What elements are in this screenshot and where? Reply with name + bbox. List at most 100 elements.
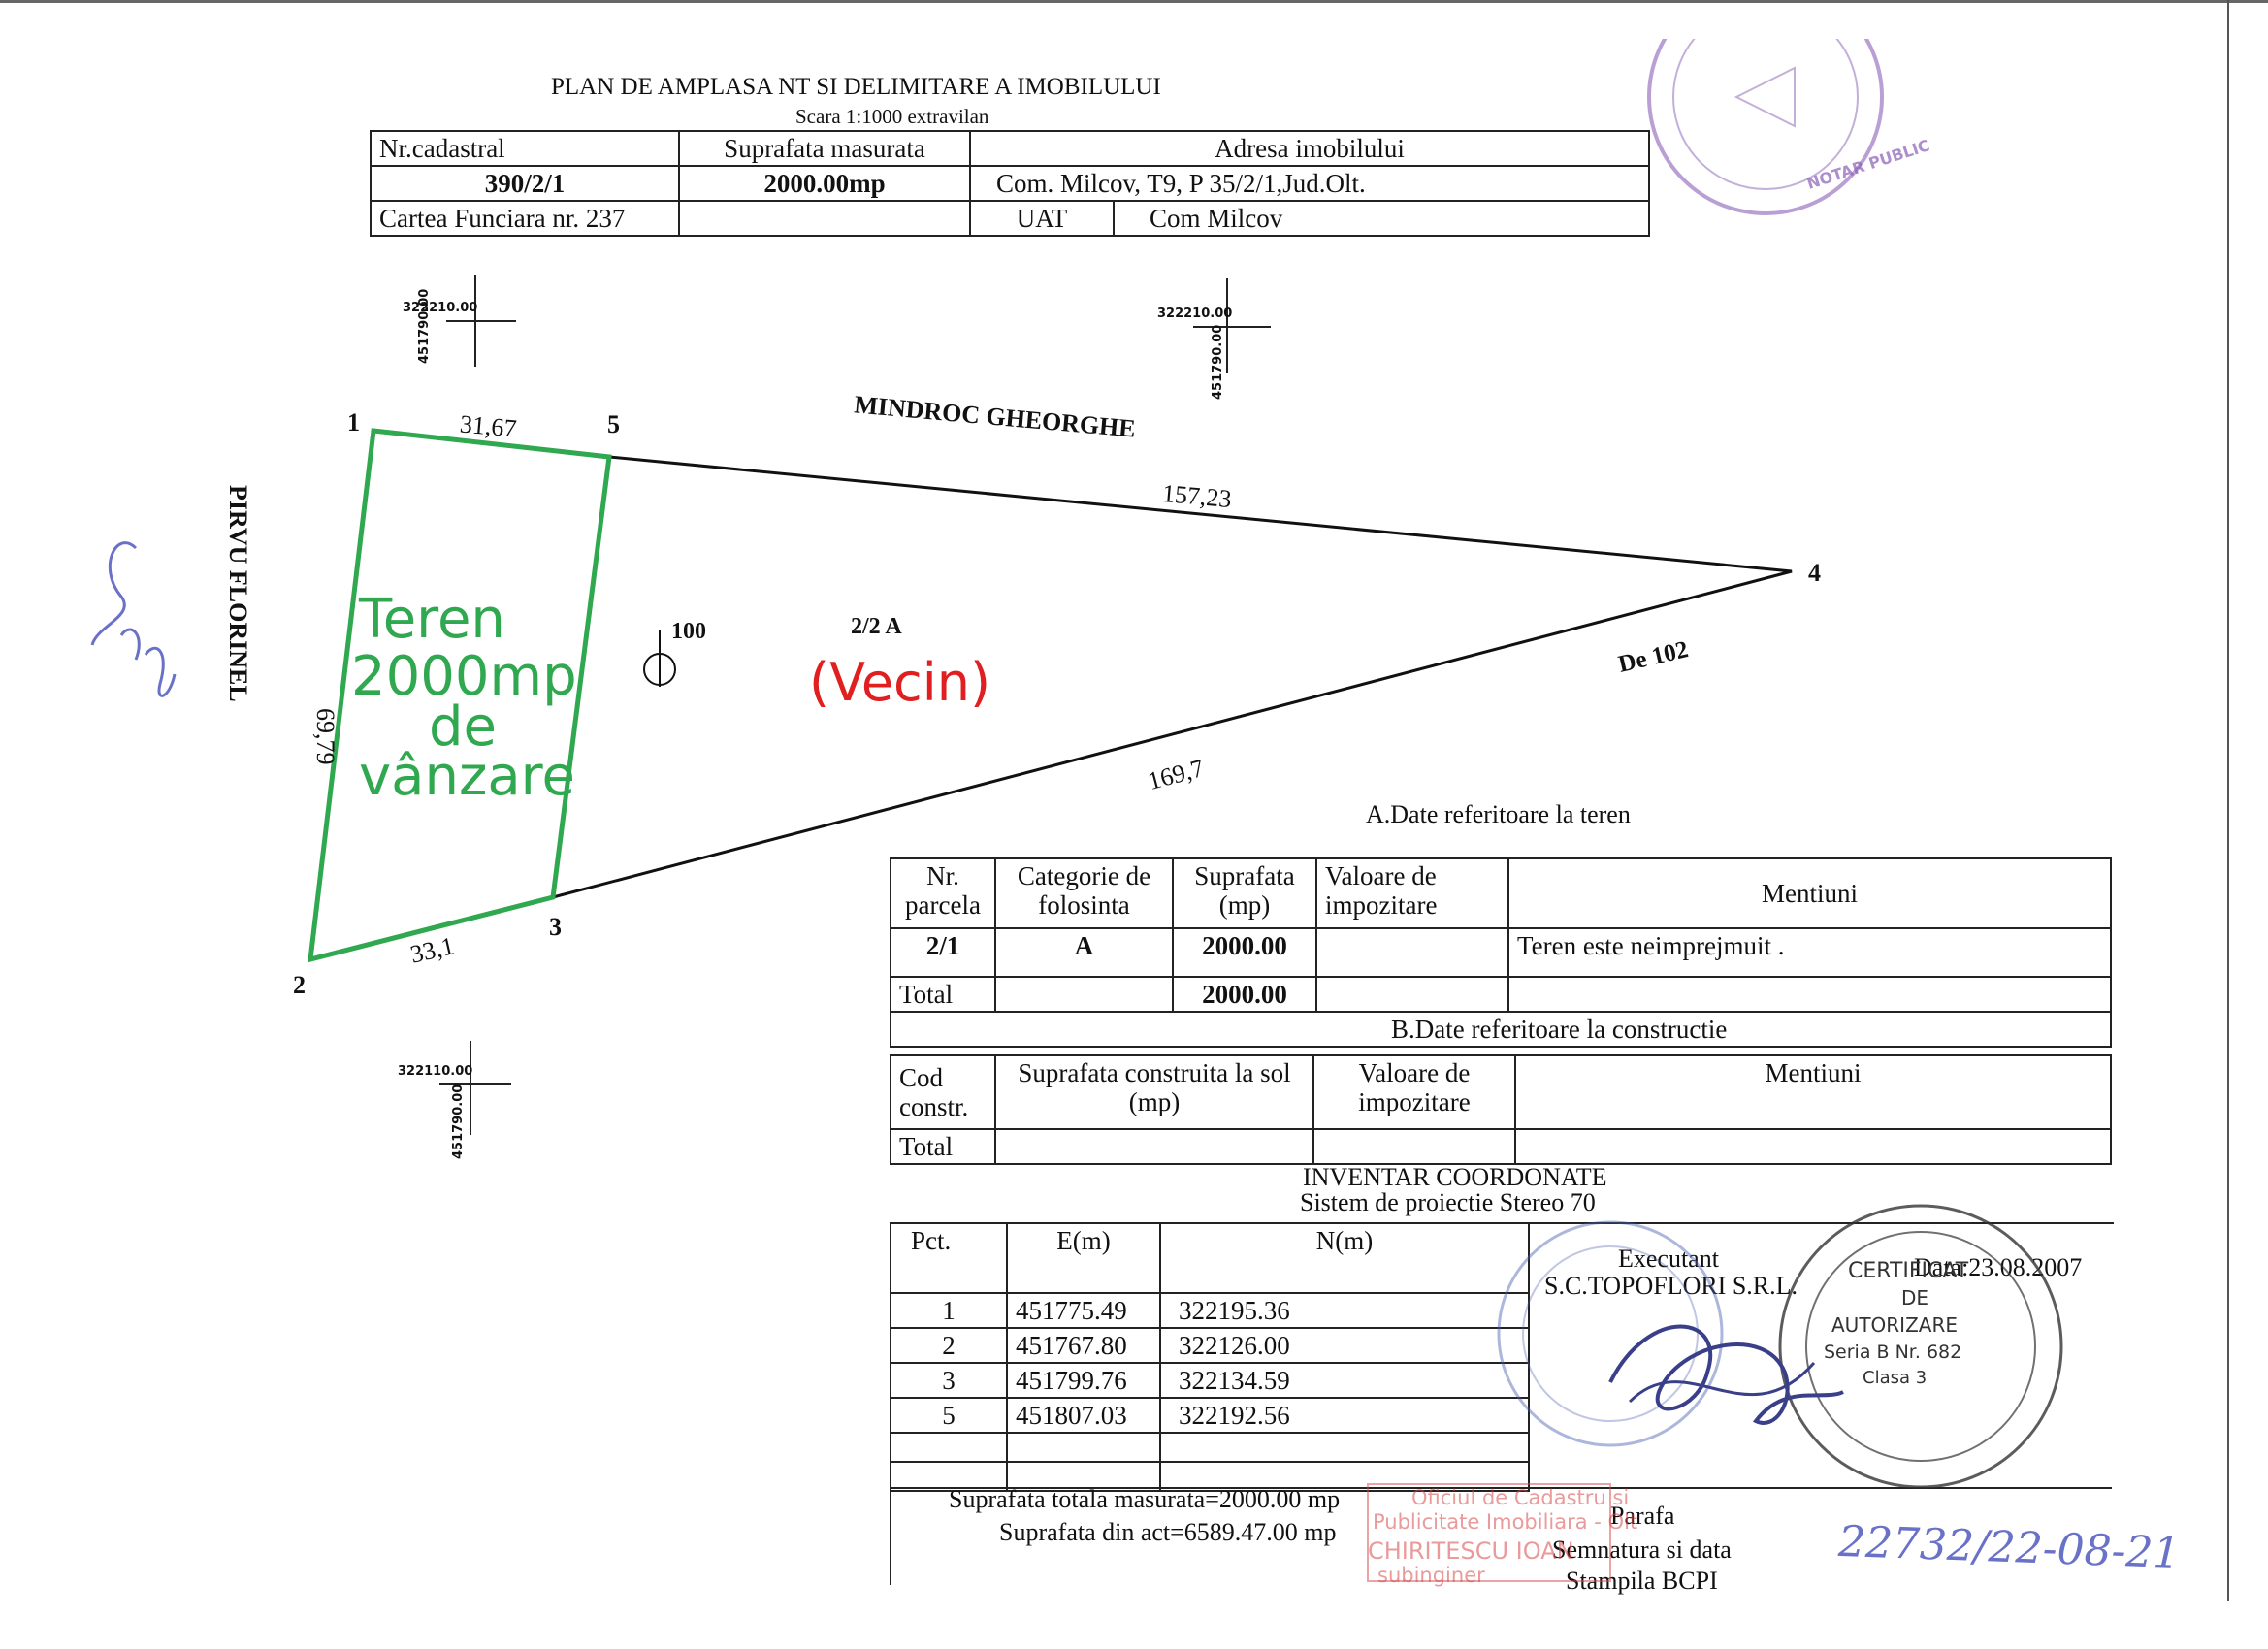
coord-pct: 3 [890, 1362, 1008, 1399]
col-suprafata: Suprafata (mp) [1172, 857, 1317, 929]
adresa-value: Com. Milcov, T9, P 35/2/1,Jud.Olt. [969, 165, 1650, 202]
cert-stamp-line1: CERTIFICAT [1848, 1259, 1969, 1283]
dim-1-2: 69,79 [311, 708, 340, 765]
grid-cross-bl [439, 1041, 511, 1135]
nr-cadastral-label: Nr.cadastral [370, 130, 680, 167]
col-suprafata-construita: Suprafata construita la sol (mp) [994, 1054, 1314, 1130]
inventory-subtitle: Sistem de proiectie Stereo 70 [1300, 1188, 1596, 1216]
col-categorie: Categorie de folosinta [994, 857, 1174, 929]
certificate-stamp [1778, 1204, 2063, 1489]
section-a-title: A.Date referitoare la teren [1366, 800, 1631, 828]
annotation-sale: Teren 2000mp de vânzare [351, 588, 577, 809]
red-stamp-line3: CHIRITESCU IOAN [1368, 1537, 1574, 1565]
red-stamp-line2: Publicitate Imobiliara - Olt [1373, 1510, 1638, 1534]
col-e: E(m) [1006, 1222, 1161, 1294]
vertex-3: 3 [549, 913, 562, 941]
col-n: N(m) [1159, 1222, 1530, 1294]
total-b-empty [994, 1128, 1314, 1165]
parafa-label: Parafa [1610, 1502, 1675, 1530]
grid-label-bl-e: 451790.00 [451, 1083, 466, 1159]
section-b-title: B.Date referitoare la constructie [890, 1011, 2112, 1048]
coord-n: 322195.36 [1159, 1292, 1530, 1329]
blue-round-stamp [1497, 1220, 1724, 1447]
vertex-4: 4 [1808, 559, 1821, 587]
suprafata-value: 2000.00mp [678, 165, 971, 202]
grid-label-tr-e: 451790.00 [1211, 324, 1225, 400]
red-bcpi-stamp [1367, 1483, 1611, 1582]
coord-e: 451775.49 [1006, 1292, 1161, 1329]
coord-row [890, 1432, 1530, 1463]
coord-n: 322192.56 [1159, 1397, 1530, 1434]
coord-empty [1159, 1461, 1530, 1492]
executant-name: S.C.TOPOFLORI S.R.L. [1544, 1272, 1798, 1300]
coordinates-table: Pct. E(m) N(m) 1 451775.49 322195.36 2 4… [890, 1222, 1530, 1492]
col-mentiuni: Mentiuni [1507, 857, 2112, 929]
document-date: Data:23.08.2007 [1914, 1253, 2083, 1281]
suprafata-label: Suprafata masurata [678, 130, 971, 167]
grid-label-tl-n: 322210.00 [403, 301, 478, 315]
point-100-symbol [643, 630, 676, 687]
total-empty-2 [1315, 976, 1509, 1013]
coord-pct: 5 [890, 1397, 1008, 1434]
total-b-empty-3 [1514, 1128, 2112, 1165]
red-stamp-line4: subinginer [1377, 1564, 1485, 1587]
coord-row: 5 451807.03 322192.56 [890, 1397, 1530, 1434]
cert-stamp-line5: Clasa 3 [1863, 1368, 1928, 1388]
signature-executant [1608, 1324, 1844, 1425]
col-mentiuni-b: Mentiuni [1514, 1054, 2112, 1130]
total-label: Total [890, 976, 996, 1013]
neighbor-parcel-outline [552, 455, 1793, 899]
act-area: Suprafata din act=6589.47.00 mp [999, 1518, 1337, 1546]
parcel-label: 2/2 A [851, 614, 902, 639]
sale-parcel-outline [308, 428, 612, 963]
uat-label: UAT [969, 200, 1115, 237]
col-nr-parcela: Nr. parcela [890, 857, 996, 929]
total-empty-3 [1507, 976, 2112, 1013]
notary-stamp [1647, 39, 1884, 215]
inventory-title: INVENTAR COORDONATE [1303, 1163, 1607, 1191]
annotation-neighbor: (Vecin) [809, 652, 991, 713]
grid-label-tl-e: 451790.00 [417, 288, 432, 364]
vertex-5: 5 [607, 410, 620, 438]
coord-row: 2 451767.80 322126.00 [890, 1327, 1530, 1364]
cert-stamp-line4: Seria B Nr. 682 [1824, 1342, 1962, 1363]
cell-nr-parcela: 2/1 [890, 927, 996, 978]
document-title: PLAN DE AMPLASA NT SI DELIMITARE A IMOBI… [551, 74, 1161, 100]
vertex-2: 2 [293, 971, 306, 999]
construction-data-table: Cod constr. Suprafata construita la sol … [890, 1054, 2112, 1165]
cell-mentiuni: Teren este neimprejmuit . [1507, 927, 2112, 978]
inventory-divider [890, 1487, 2112, 1489]
coord-n: 322134.59 [1159, 1362, 1530, 1399]
red-stamp-line1: Oficiul de Cadastru si [1411, 1486, 1630, 1509]
land-data-table: Nr. parcela Categorie de folosinta Supra… [890, 857, 2112, 1048]
neighbor-west: PIRVU FLORINEL [224, 485, 252, 702]
total-b-label: Total [890, 1128, 996, 1165]
cell-valoare [1315, 927, 1509, 978]
header-table: Nr.cadastral Suprafata masurata Adresa i… [370, 130, 1650, 237]
coord-row: 1 451775.49 322195.36 [890, 1292, 1530, 1329]
coord-n: 322126.00 [1159, 1327, 1530, 1364]
col-valoare-b: Valoare de impozitare [1312, 1054, 1516, 1130]
cell-categorie: A [994, 927, 1174, 978]
total-area: Suprafata totala masurata=2000.00 mp [949, 1485, 1341, 1513]
cert-stamp-line3: AUTORIZARE [1831, 1313, 1958, 1337]
col-cod-constr: Cod constr. [890, 1054, 996, 1130]
coord-empty [1006, 1432, 1161, 1463]
carte-funciara: Cartea Funciara nr. 237 [370, 200, 680, 237]
annotation-sale-line3: de [429, 695, 497, 759]
col-valoare: Valoare de impozitare [1315, 857, 1509, 929]
page-right-border [2227, 0, 2229, 1600]
annotation-sale-line1: Teren [359, 588, 505, 651]
dim-5-4: 157,23 [1160, 478, 1233, 514]
cert-stamp-line2: DE [1901, 1286, 1929, 1310]
cell-suprafata: 2000.00 [1172, 927, 1317, 978]
coord-e: 451767.80 [1006, 1327, 1161, 1364]
total-empty [994, 976, 1174, 1013]
empty-cell [678, 200, 971, 237]
scan-top-edge [0, 0, 2268, 3]
coord-empty [1159, 1432, 1530, 1463]
coord-pct: 1 [890, 1292, 1008, 1329]
annotation-sale-line2: 2000mp [351, 644, 577, 708]
annotation-sale-line4: vânzare [359, 745, 575, 809]
